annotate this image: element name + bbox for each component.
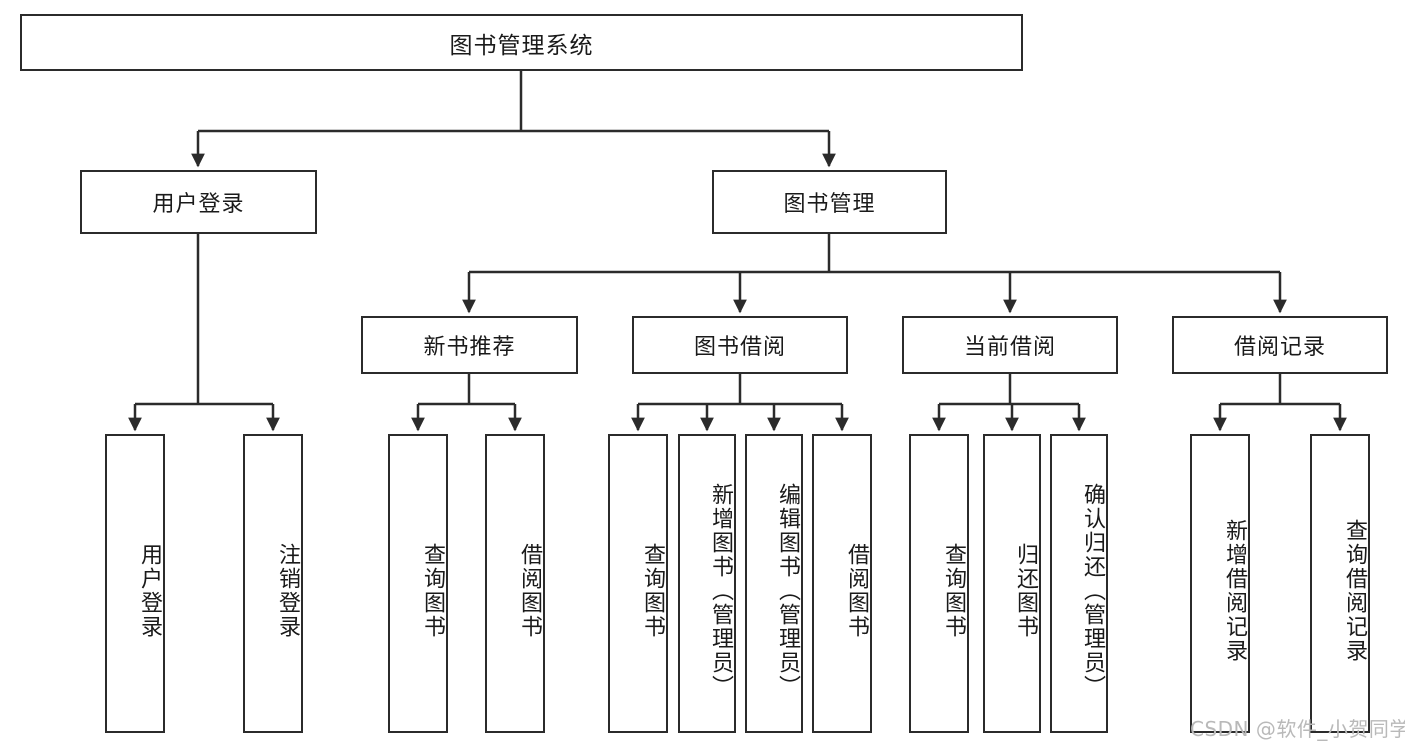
leaf-query-book-3[interactable]: 查询图书 bbox=[909, 434, 969, 733]
leaf-user-login-label: 用户登录 bbox=[137, 542, 162, 639]
leaf-borrow-book-1[interactable]: 借阅图书 bbox=[485, 434, 545, 733]
leaf-edit-book-label: 编辑图书（管理员） bbox=[775, 482, 800, 699]
leaf-add-book-label: 新增图书（管理员） bbox=[708, 482, 733, 699]
node-user-login[interactable]: 用户登录 bbox=[80, 170, 317, 234]
node-book-manage-label: 图书管理 bbox=[783, 192, 876, 217]
node-book-borrow-label: 图书借阅 bbox=[693, 335, 786, 360]
leaf-query-book-1[interactable]: 查询图书 bbox=[388, 434, 448, 733]
node-borrow-record[interactable]: 借阅记录 bbox=[1172, 316, 1388, 374]
node-new-book-recommend-label: 新书推荐 bbox=[423, 335, 516, 360]
leaf-borrow-book-2-label: 借阅图书 bbox=[844, 542, 869, 639]
leaf-confirm-return-label: 确认归还（管理员） bbox=[1080, 482, 1105, 699]
leaf-logout-login-label: 注销登录 bbox=[275, 542, 300, 639]
leaf-query-borrow-record[interactable]: 查询借阅记录 bbox=[1310, 434, 1370, 733]
node-book-manage[interactable]: 图书管理 bbox=[712, 170, 947, 234]
leaf-query-book-2-label: 查询图书 bbox=[640, 542, 665, 639]
leaf-query-book-2[interactable]: 查询图书 bbox=[608, 434, 668, 733]
node-root-label: 图书管理系统 bbox=[449, 32, 594, 59]
leaf-return-book-label: 归还图书 bbox=[1013, 542, 1038, 639]
leaf-query-book-3-label: 查询图书 bbox=[941, 542, 966, 639]
leaf-logout-login[interactable]: 注销登录 bbox=[243, 434, 303, 733]
csdn-watermark-text: CSDN @软件_小贺同学 bbox=[1190, 717, 1405, 741]
leaf-borrow-book-1-label: 借阅图书 bbox=[517, 542, 542, 639]
leaf-borrow-book-2[interactable]: 借阅图书 bbox=[812, 434, 872, 733]
leaf-query-borrow-record-label: 查询借阅记录 bbox=[1342, 518, 1367, 663]
node-current-borrow-label: 当前借阅 bbox=[963, 335, 1056, 360]
leaf-add-book[interactable]: 新增图书（管理员） bbox=[678, 434, 736, 733]
node-current-borrow[interactable]: 当前借阅 bbox=[902, 316, 1118, 374]
node-book-borrow[interactable]: 图书借阅 bbox=[632, 316, 848, 374]
leaf-query-book-1-label: 查询图书 bbox=[420, 542, 445, 639]
leaf-user-login[interactable]: 用户登录 bbox=[105, 434, 165, 733]
node-borrow-record-label: 借阅记录 bbox=[1233, 335, 1326, 360]
node-root[interactable]: 图书管理系统 bbox=[20, 14, 1023, 71]
leaf-return-book[interactable]: 归还图书 bbox=[983, 434, 1041, 733]
node-user-login-label: 用户登录 bbox=[152, 192, 245, 217]
csdn-watermark: CSDN @软件_小贺同学 bbox=[1190, 713, 1405, 742]
node-new-book-recommend[interactable]: 新书推荐 bbox=[361, 316, 578, 374]
leaf-confirm-return[interactable]: 确认归还（管理员） bbox=[1050, 434, 1108, 733]
leaf-edit-book[interactable]: 编辑图书（管理员） bbox=[745, 434, 803, 733]
leaf-add-borrow-record[interactable]: 新增借阅记录 bbox=[1190, 434, 1250, 733]
leaf-add-borrow-record-label: 新增借阅记录 bbox=[1222, 518, 1247, 663]
